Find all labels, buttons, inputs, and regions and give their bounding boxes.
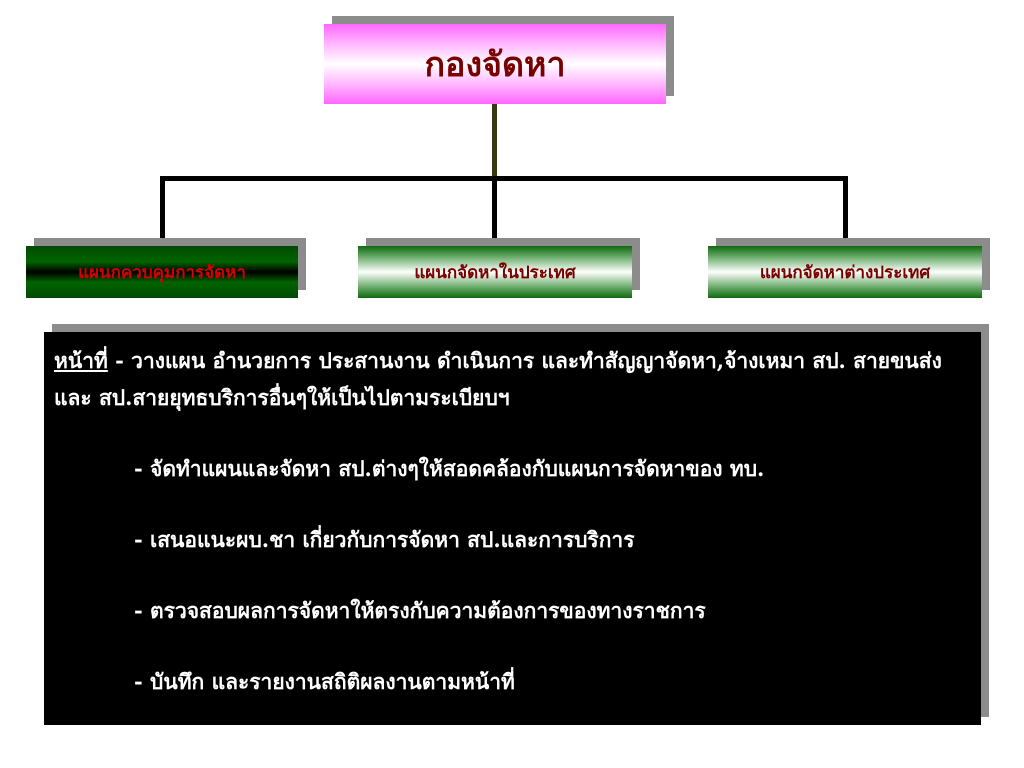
division-box-foreign: แผนกจัดหาต่างประเทศ bbox=[708, 246, 982, 298]
duty-item: - จัดทำแผนและจัดหา สป.ต่างๆให้สอดคล้องกั… bbox=[134, 456, 765, 481]
duty-item: - บันทึก และรายงานสถิติผลงานตามหน้าที่ bbox=[134, 669, 515, 694]
connector-drop-left bbox=[160, 176, 165, 246]
division-label: แผนกจัดหาในประเทศ bbox=[414, 262, 576, 283]
duties-intro: หน้าที่ - วางแผน อำนวยการ ประสานงาน ดำเน… bbox=[54, 342, 971, 416]
department-title: กองจัดหา bbox=[424, 45, 566, 85]
connector-drop-center bbox=[492, 176, 497, 246]
duty-item: - เสนอแนะผบ.ชา เกี่ยวกับการจัดหา สป.และก… bbox=[134, 527, 635, 552]
division-box-control: แผนกควบคุมการจัดหา bbox=[26, 246, 298, 298]
department-box: กองจัดหา bbox=[324, 24, 666, 104]
connector-vertical-top bbox=[492, 104, 497, 180]
division-label: แผนกควบคุมการจัดหา bbox=[78, 262, 246, 283]
connector-horizontal bbox=[160, 176, 848, 181]
division-box-domestic: แผนกจัดหาในประเทศ bbox=[358, 246, 632, 298]
connector-drop-right bbox=[843, 176, 848, 246]
duties-panel: หน้าที่ - วางแผน อำนวยการ ประสานงาน ดำเน… bbox=[44, 332, 981, 725]
division-label: แผนกจัดหาต่างประเทศ bbox=[759, 262, 931, 283]
duties-intro-text: - วางแผน อำนวยการ ประสานงาน ดำเนินการ แล… bbox=[54, 348, 942, 410]
duties-lead: หน้าที่ bbox=[54, 348, 108, 373]
duty-item: - ตรวจสอบผลการจัดหาให้ตรงกับความต้องการข… bbox=[134, 598, 706, 623]
